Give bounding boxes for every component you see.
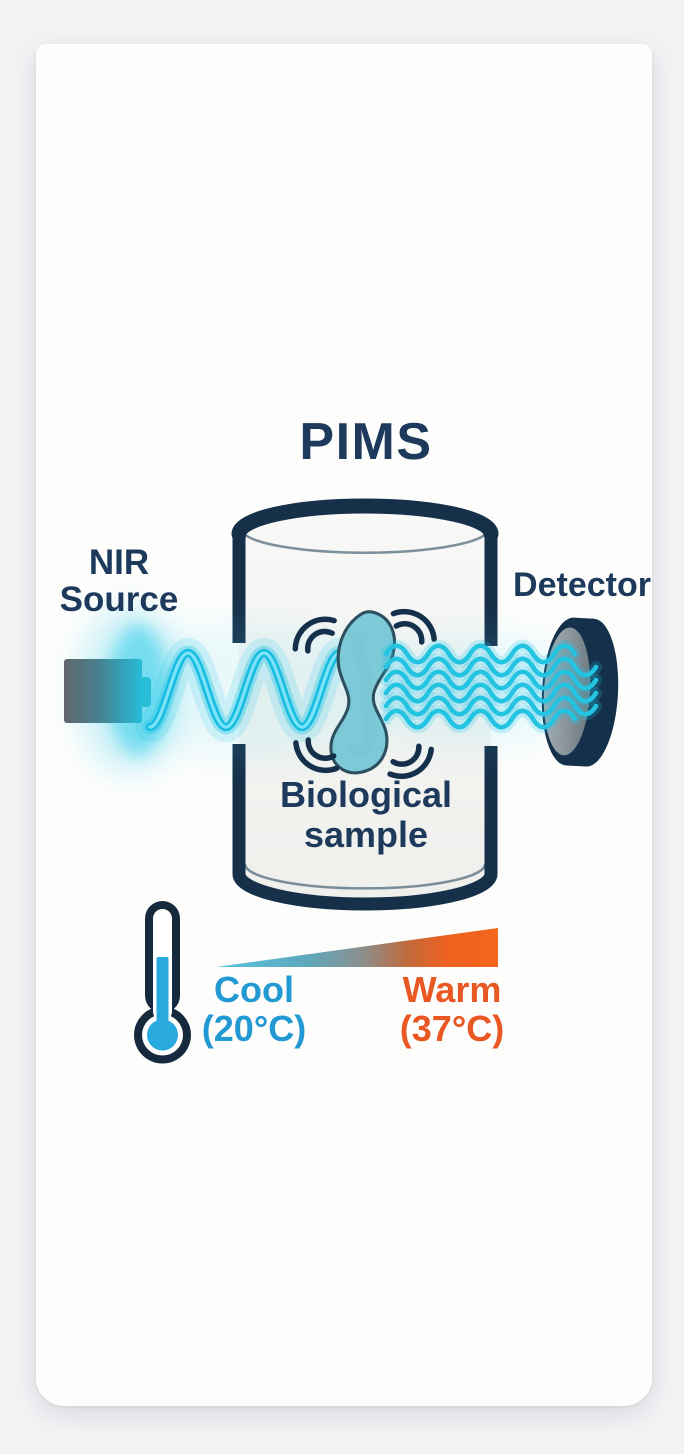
warm-temperature-label: Warm (37°C) [399, 969, 505, 1049]
warm-value: (37°C) [399, 1007, 505, 1049]
cool-temperature-label: Cool (20°C) [201, 969, 307, 1049]
temperature-gradient-icon [216, 928, 498, 967]
nir-source-label: NIR Source [60, 544, 179, 618]
nir-source-label-line2: Source [59, 580, 179, 620]
thermometer-icon [134, 901, 191, 1064]
nir-source-label-line1: NIR [88, 543, 150, 582]
biological-sample-label-line1: Biological [279, 774, 453, 815]
cool-label: Cool [214, 969, 294, 1010]
diagram-title: PIMS [299, 413, 433, 471]
biological-sample-label: Biological sample [279, 774, 453, 856]
warm-label: Warm [402, 969, 502, 1010]
scattered-waves [386, 646, 596, 728]
nir-source-device-icon [64, 659, 151, 723]
cool-value: (20°C) [201, 1007, 307, 1049]
detector-label: Detector [513, 566, 651, 604]
biological-sample-label-line2: sample [303, 814, 429, 856]
